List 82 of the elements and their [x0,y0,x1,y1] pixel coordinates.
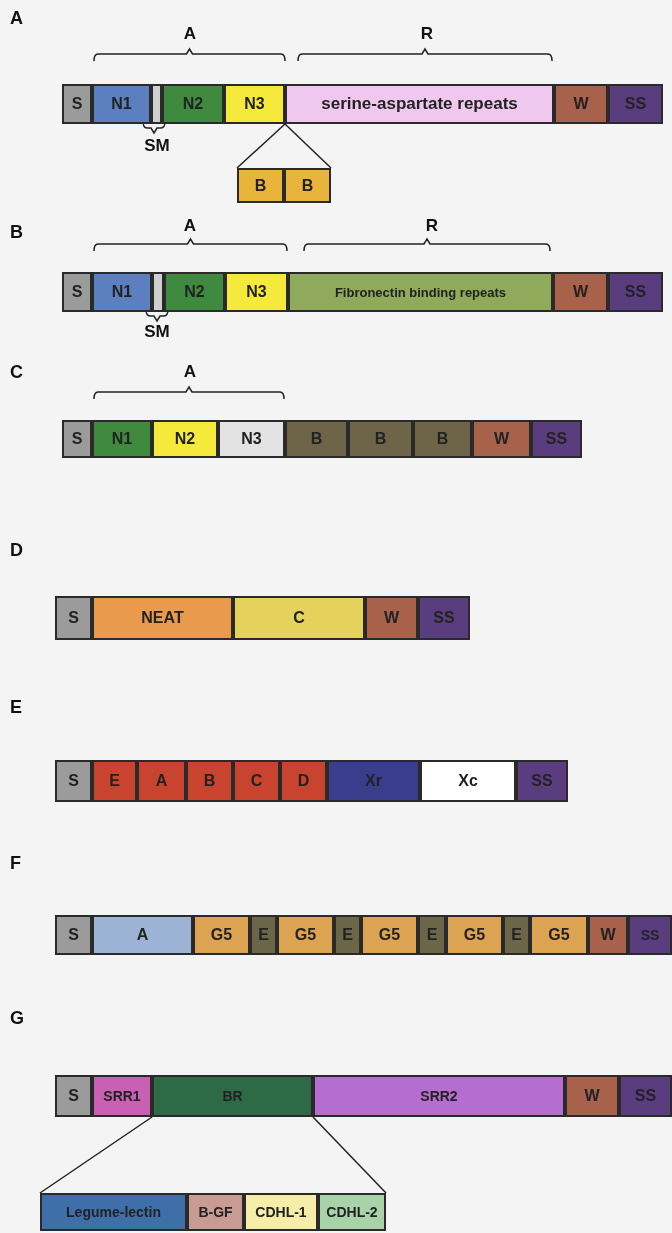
domain-box: serine-aspartate repeats [285,84,554,124]
domain-box: G5 [277,915,334,955]
domain-box: N1 [92,84,151,124]
region-label: A [183,362,197,382]
domain-box: SS [516,760,568,802]
domain-box: Xc [420,760,516,802]
domain-box: W [365,596,418,640]
domain-box: B [285,420,348,458]
domain-box: N3 [218,420,285,458]
domain-box: SS [619,1075,672,1117]
domain-box: W [472,420,531,458]
domain-box: NEAT [92,596,233,640]
domain-box: B [284,168,331,203]
domain-box: N1 [92,272,152,312]
panel-letter: F [10,853,21,874]
panel-letter: C [10,362,23,383]
domain-box: B [186,760,233,802]
domain-box: B-GF [187,1193,244,1231]
domain-box: N1 [92,420,152,458]
domain-box: B [413,420,472,458]
domain-box: A [137,760,186,802]
domain-box: G5 [446,915,503,955]
domain-box: G5 [361,915,418,955]
domain-box: S [55,1075,92,1117]
domain-box: S [55,596,92,640]
domain-box: Xr [327,760,420,802]
domain-box: SS [531,420,582,458]
panel-letter: G [10,1008,24,1029]
domain-box: S [62,272,92,312]
expansion-line [39,1116,153,1194]
domain-box: E [418,915,446,955]
domain-box: S [62,420,92,458]
panel-letter: D [10,540,23,561]
domain-box: A [92,915,193,955]
domain-box: SRR2 [313,1075,565,1117]
domain-box: N3 [225,272,288,312]
domain-box: C [233,760,280,802]
region-label: SM [144,136,170,156]
panel-letter: E [10,697,22,718]
domain-box: W [553,272,608,312]
domain-box: BR [152,1075,313,1117]
expansion-line [236,123,286,169]
region-label: R [420,24,434,44]
panel-letter: B [10,222,23,243]
domain-box: G5 [193,915,250,955]
domain-box: Legume-lectin [40,1193,187,1231]
domain-box: S [55,760,92,802]
spacer-domain [152,272,164,312]
domain-box: C [233,596,365,640]
domain-box: W [588,915,628,955]
domain-box: E [334,915,361,955]
region-label: R [425,216,439,236]
domain-box: W [554,84,608,124]
domain-box: D [280,760,327,802]
domain-box: N2 [162,84,224,124]
domain-box: SS [628,915,672,955]
domain-box: E [503,915,530,955]
domain-box: N2 [152,420,218,458]
domain-box: S [62,84,92,124]
expansion-line [284,123,332,169]
region-label: A [183,216,197,236]
domain-box: SS [608,84,663,124]
region-label: A [183,24,197,44]
domain-box: SS [418,596,470,640]
domain-box: CDHL-1 [244,1193,318,1231]
panel-letter: A [10,8,23,29]
spacer-domain [151,84,162,124]
domain-box: N2 [164,272,225,312]
domain-box: G5 [530,915,588,955]
domain-box: SS [608,272,663,312]
domain-box: W [565,1075,619,1117]
domain-box: Fibronectin binding repeats [288,272,553,312]
domain-box: E [250,915,277,955]
domain-box: CDHL-2 [318,1193,386,1231]
expansion-line [312,1116,387,1194]
domain-box: SRR1 [92,1075,152,1117]
domain-box: S [55,915,92,955]
domain-box: N3 [224,84,285,124]
domain-box: E [92,760,137,802]
domain-box: B [348,420,413,458]
domain-box: B [237,168,284,203]
region-label: SM [144,322,170,342]
